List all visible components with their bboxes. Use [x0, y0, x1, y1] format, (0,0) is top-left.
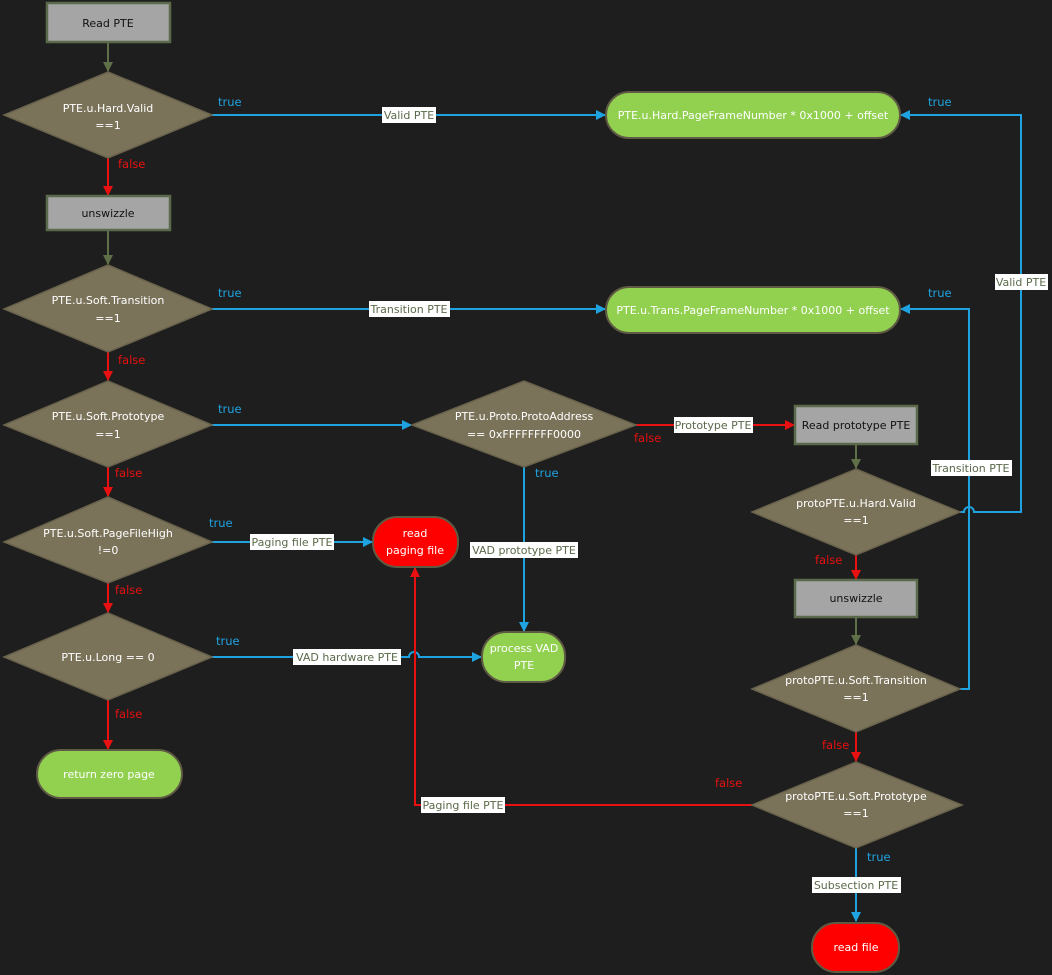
label-false-hard-valid: false [118, 157, 145, 171]
edge-label-proto-valid-pte: Valid PTE [995, 274, 1048, 290]
decision-soft-pagefilehigh[interactable]: PTE.u.Soft.PageFileHigh !=0 [2, 496, 214, 584]
edge-label-vad-prototype-pte: VAD prototype PTE [470, 542, 578, 558]
svg-text:VAD prototype PTE: VAD prototype PTE [472, 544, 576, 557]
decision-soft-pagefilehigh-line1: PTE.u.Soft.PageFileHigh [43, 527, 173, 540]
edge-labels: Valid PTE Transition PTE Prototype PTE P… [250, 107, 1048, 893]
decision-proto-hard-valid-line2: ==1 [843, 514, 868, 527]
terminal-read-paging-file-line2: paging file [386, 544, 444, 557]
node-read-pte-label: Read PTE [82, 17, 133, 30]
svg-text:Valid PTE: Valid PTE [384, 109, 434, 122]
svg-text:Paging file PTE: Paging file PTE [252, 536, 333, 549]
svg-text:Transition PTE: Transition PTE [932, 462, 1010, 475]
decision-soft-prototype-line1: PTE.u.Soft.Prototype [52, 410, 165, 423]
decision-proto-soft-transition[interactable]: protoPTE.u.Soft.Transition ==1 [750, 644, 962, 733]
label-true-soft-transition: true [218, 286, 242, 300]
decision-soft-transition[interactable]: PTE.u.Soft.Transition ==1 [2, 264, 214, 353]
decision-soft-pagefilehigh-line2: !=0 [98, 544, 119, 557]
branch-labels: true false true false true false true fa… [115, 95, 952, 864]
label-false-soft-prototype: false [115, 466, 142, 480]
node-unswizzle-2[interactable]: unswizzle [793, 578, 919, 619]
terminal-hard-pfn[interactable]: PTE.u.Hard.PageFrameNumber * 0x1000 + of… [605, 91, 901, 139]
label-false-proto-soft-transition: false [822, 738, 849, 752]
svg-text:VAD hardware PTE: VAD hardware PTE [296, 651, 398, 664]
edge-proto-prototype-false [410, 567, 752, 806]
edge-label-valid-pte: Valid PTE [382, 107, 436, 123]
label-true-hard-valid: true [218, 95, 242, 109]
decision-proto-soft-prototype-line1: protoPTE.u.Soft.Prototype [785, 790, 927, 803]
terminal-trans-pfn[interactable]: PTE.u.Trans.PageFrameNumber * 0x1000 + o… [605, 286, 901, 334]
svg-text:Prototype PTE: Prototype PTE [675, 419, 752, 432]
label-true-proto-soft-transition: true [928, 286, 952, 300]
decision-long-zero[interactable]: PTE.u.Long == 0 [2, 612, 214, 701]
node-unswizzle-1[interactable]: unswizzle [45, 194, 172, 232]
edge-proto-transition-true [900, 304, 970, 690]
edge-label-proto-transition-pte: Transition PTE [931, 460, 1012, 476]
label-true-soft-prototype: true [218, 402, 242, 416]
node-unswizzle-1-label: unswizzle [81, 207, 134, 220]
decision-hard-valid[interactable]: PTE.u.Hard.Valid ==1 [2, 71, 214, 159]
label-false-proto-soft-prototype: false [715, 776, 742, 790]
terminal-return-zero-page-label: return zero page [63, 768, 155, 781]
terminal-process-vad-pte[interactable]: process VAD PTE [481, 631, 566, 683]
decision-hard-valid-line1: PTE.u.Hard.Valid [63, 102, 154, 115]
decision-proto-soft-prototype[interactable]: protoPTE.u.Soft.Prototype ==1 [750, 761, 964, 849]
label-false-proto-address: false [634, 431, 661, 445]
label-true-proto-hard-valid: true [928, 95, 952, 109]
decision-proto-address-line1: PTE.u.Proto.ProtoAddress [455, 410, 594, 423]
decision-proto-soft-prototype-line2: ==1 [843, 807, 868, 820]
edge-proto-hard-valid-true [900, 110, 1022, 513]
terminal-read-paging-file-line1: read [403, 527, 428, 540]
label-false-long-zero: false [115, 707, 142, 721]
edge-label-vad-hardware-pte: VAD hardware PTE [293, 649, 401, 665]
decision-proto-address[interactable]: PTE.u.Proto.ProtoAddress == 0xFFFFFFFF00… [409, 380, 639, 468]
node-read-prototype-pte-label: Read prototype PTE [802, 419, 911, 432]
terminal-process-vad-pte-line1: process VAD [490, 642, 559, 655]
terminal-hard-pfn-label: PTE.u.Hard.PageFrameNumber * 0x1000 + of… [618, 109, 889, 122]
svg-text:Subsection PTE: Subsection PTE [814, 879, 898, 892]
edge-label-prototype-pte: Prototype PTE [674, 417, 753, 433]
label-true-pagefilehigh: true [209, 516, 233, 530]
node-read-prototype-pte[interactable]: Read prototype PTE [793, 404, 919, 446]
svg-text:Paging file PTE: Paging file PTE [423, 799, 504, 812]
decision-soft-transition-line1: PTE.u.Soft.Transition [52, 294, 165, 307]
label-false-pagefilehigh: false [115, 583, 142, 597]
decision-proto-hard-valid[interactable]: protoPTE.u.Hard.Valid ==1 [750, 468, 962, 556]
decision-proto-soft-transition-line2: ==1 [843, 691, 868, 704]
label-true-long-zero: true [216, 634, 240, 648]
terminal-return-zero-page[interactable]: return zero page [36, 749, 183, 799]
edge-label-proto-paging-file-pte: Paging file PTE [421, 797, 505, 813]
edge-label-paging-file-pte: Paging file PTE [250, 534, 334, 550]
decision-hard-valid-line2: ==1 [95, 119, 120, 132]
decision-proto-hard-valid-line1: protoPTE.u.Hard.Valid [796, 497, 916, 510]
node-unswizzle-2-label: unswizzle [829, 592, 882, 605]
node-read-pte[interactable]: Read PTE [45, 1, 172, 44]
decision-soft-prototype[interactable]: PTE.u.Soft.Prototype ==1 [2, 380, 214, 468]
svg-text:Transition PTE: Transition PTE [370, 303, 448, 316]
terminal-process-vad-pte-line2: PTE [514, 659, 534, 672]
label-false-soft-transition: false [118, 353, 145, 367]
decision-soft-transition-line2: ==1 [95, 312, 120, 325]
decision-long-zero-line1: PTE.u.Long == 0 [61, 651, 154, 664]
svg-text:Valid PTE: Valid PTE [996, 276, 1046, 289]
edge-label-subsection-pte: Subsection PTE [812, 877, 901, 893]
label-false-proto-hard-valid: false [815, 553, 842, 567]
decision-proto-address-line2: == 0xFFFFFFFF0000 [467, 428, 581, 441]
decision-proto-soft-transition-line1: protoPTE.u.Soft.Transition [785, 674, 927, 687]
terminal-trans-pfn-label: PTE.u.Trans.PageFrameNumber * 0x1000 + o… [616, 304, 890, 317]
label-true-proto-address: true [535, 466, 559, 480]
terminal-read-file-label: read file [833, 941, 878, 954]
terminal-read-paging-file[interactable]: read paging file [372, 516, 459, 568]
decision-soft-prototype-line2: ==1 [95, 428, 120, 441]
label-true-proto-soft-prototype: true [867, 850, 891, 864]
terminal-read-file[interactable]: read file [811, 922, 900, 973]
edge-label-transition-pte: Transition PTE [369, 301, 450, 317]
